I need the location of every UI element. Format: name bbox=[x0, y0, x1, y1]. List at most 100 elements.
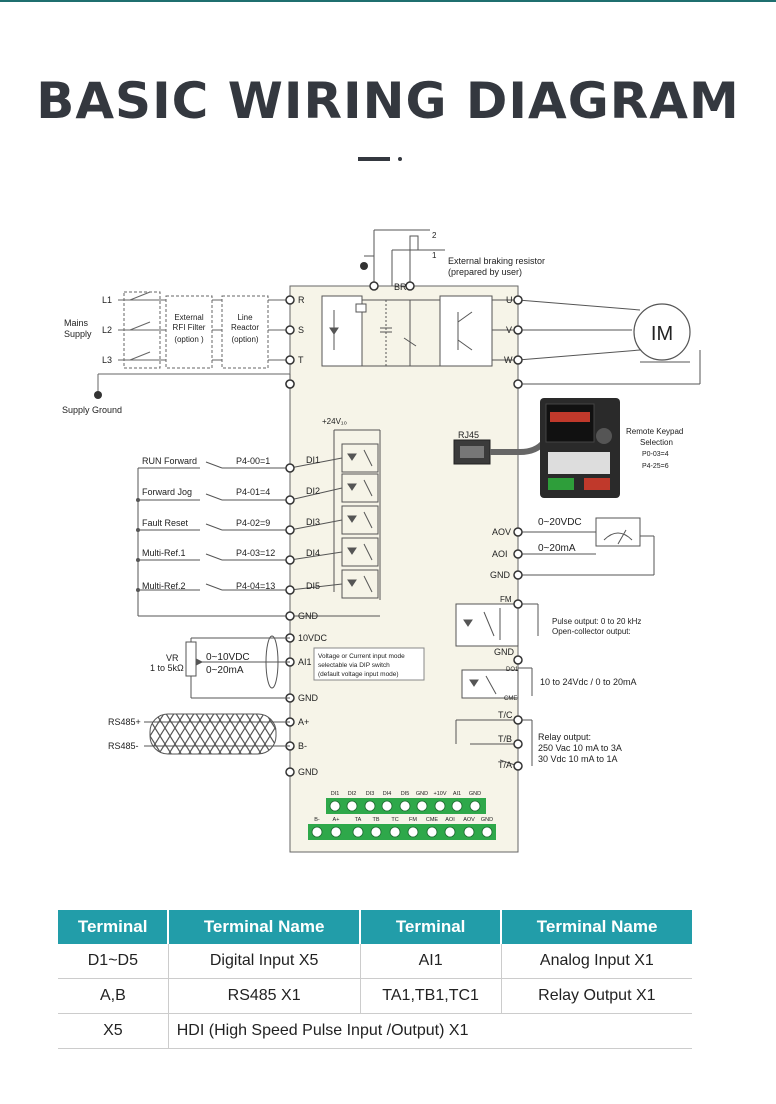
table-row: D1~D5 Digital Input X5 AI1 Analog Input … bbox=[58, 944, 692, 979]
analog-out-wiring bbox=[518, 517, 655, 576]
di1-function: RUN Forward bbox=[142, 456, 197, 466]
di-dots bbox=[136, 498, 140, 592]
rfi-filter-label-1: External bbox=[174, 313, 204, 322]
table-row: X5 HDI (High Speed Pulse Input /Output) … bbox=[58, 1013, 692, 1049]
di3-function: Fault Reset bbox=[142, 518, 189, 528]
di5-term: DI5 bbox=[306, 581, 320, 591]
output-wiring bbox=[517, 299, 701, 385]
terminal-br-minus bbox=[405, 281, 415, 291]
terminal-s: S bbox=[298, 325, 304, 335]
dip-note-box bbox=[313, 647, 425, 681]
term-tc: T/C bbox=[498, 710, 513, 720]
line-reactor-label-3: (option) bbox=[231, 335, 258, 344]
terminal-t: T bbox=[298, 355, 304, 365]
phase-l1: L1 bbox=[102, 295, 112, 305]
table-cell: HDI (High Speed Pulse Input /Output) X1 bbox=[168, 1013, 692, 1049]
table-cell: Relay Output X1 bbox=[501, 978, 692, 1014]
strip1-label: +10V bbox=[434, 791, 447, 797]
di2-function: Forward Jog bbox=[142, 487, 192, 497]
keypad-label-3: P0-03=4 bbox=[642, 451, 669, 458]
terminal-strip-1 bbox=[326, 798, 486, 814]
rfi-filter-box bbox=[165, 295, 213, 369]
braking-ground bbox=[360, 262, 368, 270]
relay-note-2: 250 Vac 10 mA to 3A bbox=[538, 743, 622, 753]
table-cell: RS485 X1 bbox=[168, 978, 361, 1014]
term-cme: CME bbox=[504, 696, 517, 702]
ai-range-voltage: 0~10VDC bbox=[206, 652, 250, 663]
term-ta: T/A bbox=[498, 760, 512, 770]
strip1-label: DI5 bbox=[401, 791, 410, 797]
relay-note-1: Relay output: bbox=[538, 732, 591, 742]
braking-num-2: 2 bbox=[432, 231, 437, 240]
keypad-label-4: P4-25=6 bbox=[642, 463, 669, 470]
rs485-twisted-pair bbox=[149, 713, 277, 755]
top-border bbox=[0, 0, 776, 2]
table-header: Terminal bbox=[360, 910, 503, 944]
phase-l3: L3 bbox=[102, 355, 112, 365]
dip-note-2: selectable via DIP switch bbox=[318, 662, 390, 669]
term-aoi: AOI bbox=[492, 549, 508, 559]
terminal-spec-table: Terminal Terminal Name Terminal Terminal… bbox=[58, 910, 692, 1049]
analog-out-terminals bbox=[513, 527, 523, 580]
motor-label: IM bbox=[651, 323, 673, 345]
strip2-label: TB bbox=[372, 817, 379, 823]
term-gnd-fm: GND bbox=[494, 647, 515, 657]
supply-ground-symbol bbox=[94, 391, 102, 399]
term-fm: FM bbox=[500, 595, 512, 604]
table-header-row: Terminal Terminal Name Terminal Terminal… bbox=[58, 910, 692, 944]
aov-range: 0~20VDC bbox=[538, 517, 582, 528]
term-tb: T/B bbox=[498, 734, 512, 744]
strip2-label: A+ bbox=[333, 817, 340, 823]
term-ai1: AI1 bbox=[298, 657, 312, 667]
terminal-u: U bbox=[506, 295, 513, 305]
mains-label-2: Supply bbox=[64, 329, 92, 339]
table-row: A,B RS485 X1 TA1,TB1,TC1 Relay Output X1 bbox=[58, 978, 692, 1014]
line-reactor-label-1: Line bbox=[237, 313, 253, 322]
terminal-w: W bbox=[504, 355, 513, 365]
line-reactor-label-2: Reactor bbox=[231, 323, 259, 332]
di2-param: P4-01=4 bbox=[236, 487, 270, 497]
di1-param: P4-00=1 bbox=[236, 456, 270, 466]
do1-note: 10 to 24Vdc / 0 to 20mA bbox=[540, 677, 637, 687]
dip-note-3: (default voltage input mode) bbox=[318, 671, 399, 678]
table-cell: Analog Input X1 bbox=[501, 944, 692, 979]
fm-terminal-dot bbox=[513, 599, 523, 609]
term-a-plus: A+ bbox=[298, 717, 309, 727]
table-header: Terminal bbox=[58, 910, 170, 944]
braking-label-2: (prepared by user) bbox=[448, 267, 522, 277]
strip1-label: DI2 bbox=[348, 791, 357, 797]
terminal-strip-2 bbox=[308, 824, 496, 840]
table-cell: TA1,TB1,TC1 bbox=[360, 978, 502, 1014]
table-cell: X5 bbox=[58, 1013, 169, 1049]
fm-output bbox=[455, 603, 539, 647]
di1-term: DI1 bbox=[306, 455, 320, 465]
table-cell: A,B bbox=[58, 978, 169, 1014]
vr-label-2: 1 to 5kΩ bbox=[150, 663, 184, 673]
terminal-br-plus bbox=[369, 281, 379, 291]
fm-gnd-dot bbox=[513, 655, 523, 665]
term-do1: DO1 bbox=[506, 667, 519, 673]
do1-output bbox=[461, 667, 533, 699]
terminal-br: BR bbox=[394, 282, 407, 292]
strip2-label: AOV bbox=[463, 817, 475, 823]
braking-resistor bbox=[364, 229, 445, 286]
term-gnd-2: GND bbox=[298, 693, 319, 703]
braking-num-1: 1 bbox=[432, 251, 437, 260]
term-gnd-3: GND bbox=[298, 767, 319, 777]
term-gnd-1: GND bbox=[298, 611, 319, 621]
table-cell: AI1 bbox=[360, 944, 502, 979]
rfi-filter-label-3: (option ) bbox=[174, 335, 204, 344]
motor-symbol bbox=[633, 303, 691, 361]
di2-term: DI2 bbox=[306, 486, 320, 496]
di-wiring bbox=[137, 457, 380, 617]
strip1-label: DI3 bbox=[366, 791, 375, 797]
keypad-label-2: Selection bbox=[640, 438, 673, 447]
di4-term: DI4 bbox=[306, 548, 320, 558]
rj45-label: RJ45 bbox=[458, 430, 479, 440]
terminal-w-dot bbox=[513, 355, 523, 365]
fm-note-2: Open-collector output: bbox=[552, 627, 631, 636]
remote-keypad bbox=[540, 398, 620, 498]
strip2-label: AOI bbox=[445, 817, 455, 823]
title-underline-dot bbox=[398, 157, 402, 161]
term-aov: AOV bbox=[492, 527, 511, 537]
